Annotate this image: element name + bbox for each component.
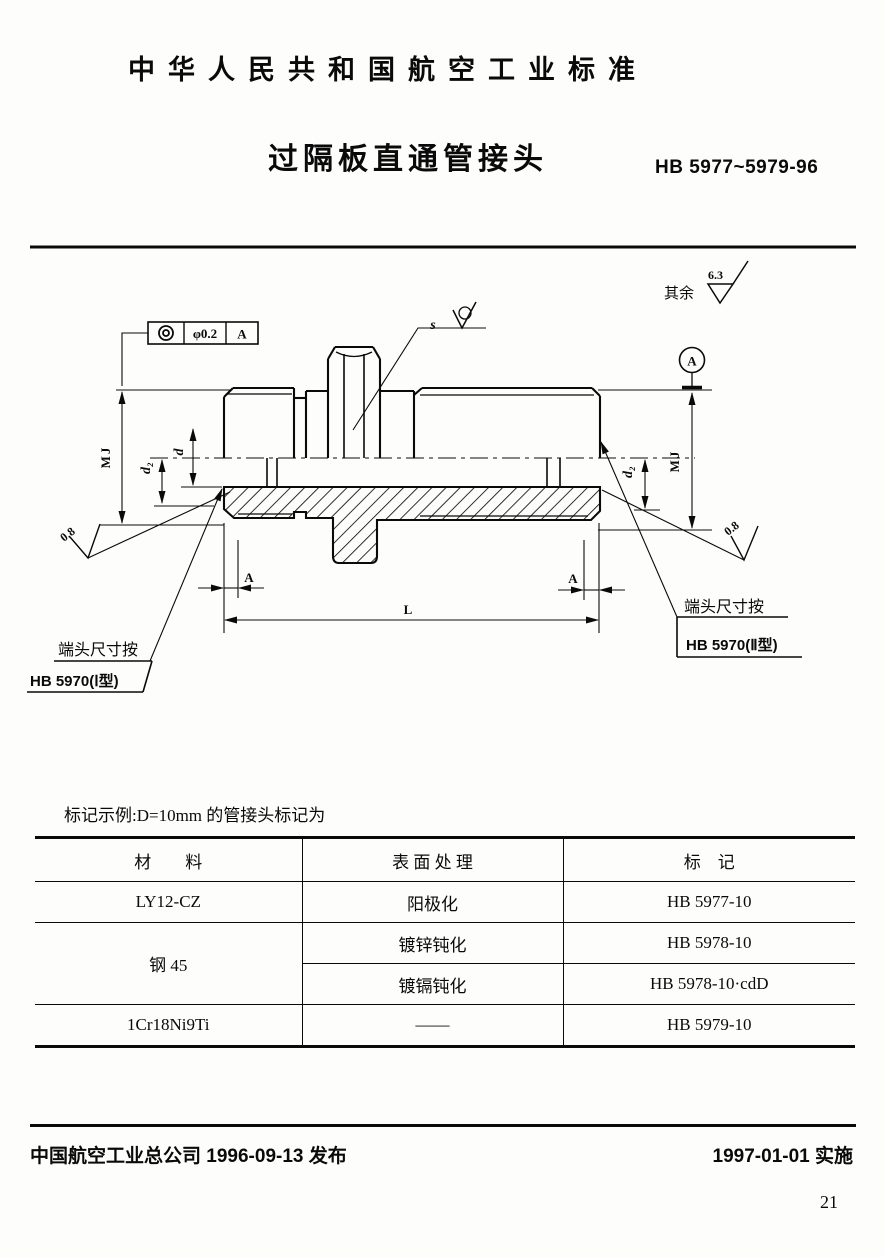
col-header-treatment: 表 面 处 理 [302, 837, 564, 882]
col-header-marking: 标 记 [563, 837, 855, 882]
col-header-material: 材 料 [35, 837, 303, 882]
treatment-cell: 镀镉钝化 [302, 963, 564, 1005]
callout-left: 端头尺寸按 HB 5970(Ⅰ型) [27, 488, 223, 693]
general-roughness-note: 其余 6.3 [664, 260, 749, 305]
marking-example-note: 标记示例:D=10mm 的管接头标记为 [64, 806, 326, 825]
dim-a-left: A [244, 570, 254, 585]
roughness-value: 6.3 [708, 268, 723, 282]
fitting-upper-outline [222, 345, 602, 458]
callout-left-text: 端头尺寸按 [58, 641, 138, 659]
marking-cell: HB 5978-10 [563, 922, 855, 964]
roughness-icon [706, 283, 735, 305]
roughness-label: 其余 [664, 284, 694, 302]
material-cell: 1Cr18Ni9Ti [35, 1004, 303, 1047]
table-row: 镀镉钝化 HB 5978-10·cdD [35, 963, 855, 1005]
table-row: LY12-CZ 阳极化 HB 5977-10 [35, 881, 855, 923]
marking-table: 材 料 表 面 处 理 标 记 LY12-CZ 阳极化 HB 5977-10 钢… [35, 836, 855, 1048]
fitting-section [222, 458, 602, 565]
table-row: 钢 45 镀锌钝化 HB 5978-10 [35, 922, 855, 1005]
table-header-row: 材 料 表 面 处 理 标 记 [35, 837, 855, 882]
standard-name: 中华人民共和国航空工业标准 [128, 55, 648, 85]
tolerance-frame: φ0.2 A [121, 321, 259, 386]
dim-d2-right: d₂ [621, 466, 636, 478]
callout-right: 端头尺寸按 HB 5970(Ⅱ型) [600, 441, 802, 658]
footer-rule [30, 1124, 856, 1127]
marking-cell: HB 5977-10 [563, 881, 855, 923]
callout-left-ref: HB 5970(Ⅰ型) [30, 672, 119, 690]
marking-cell: HB 5978-10·cdD [563, 963, 855, 1005]
page-title: 过隔板直通管接头 [268, 143, 548, 176]
no-removal-roughness-icon [452, 301, 477, 330]
s-surface-mark: s [352, 301, 486, 431]
roughness-left-mark: 0.8 [57, 491, 231, 560]
material-cell: LY12-CZ [35, 881, 303, 923]
effective-statement: 1997-01-01 实施 [712, 1146, 853, 1167]
roughness-icon [69, 523, 101, 560]
page-number: 21 [820, 1192, 838, 1212]
roughness-right-value: 0.8 [721, 518, 741, 538]
dim-d: d [172, 448, 187, 456]
tolerance-value: φ0.2 [193, 326, 217, 341]
table-row: 1Cr18Ni9Ti —— HB 5979-10 [35, 1004, 855, 1047]
dim-a-right: A [568, 571, 578, 586]
callout-right-ref: HB 5970(Ⅱ型) [686, 636, 778, 654]
datum-letter: A [687, 354, 697, 369]
material-cell: 钢 45 [35, 922, 303, 1005]
technical-drawing: 其余 6.3 φ0.2 A A s [27, 245, 856, 693]
dim-d2-left: d₂ [139, 462, 154, 474]
callout-right-text: 端头尺寸按 [684, 598, 764, 616]
treatment-cell: —— [302, 1004, 564, 1047]
dim-mj-left: MJ [98, 446, 113, 469]
roughness-right-mark: 0.8 [601, 489, 759, 562]
s-label: s [429, 318, 436, 333]
concentricity-icon [158, 325, 174, 341]
dimensions-left: MJ d₂ d [98, 389, 230, 526]
dimensions-right: MJ d₂ [598, 389, 712, 531]
marking-cell: HB 5979-10 [563, 1004, 855, 1047]
section-hatch [224, 487, 600, 563]
issue-statement: 中国航空工业总公司 1996-09-13 发布 [30, 1146, 347, 1167]
treatment-cell: 阳极化 [302, 881, 564, 923]
treatment-cell: 镀锌钝化 [302, 922, 564, 964]
dimensions-bottom: A A L [198, 523, 625, 633]
tolerance-datum: A [237, 327, 247, 342]
dim-length: L [404, 602, 413, 617]
datum-symbol: A [678, 346, 706, 390]
dim-mj-right: MJ [667, 450, 682, 473]
standard-number: HB 5977~5979-96 [655, 157, 819, 178]
